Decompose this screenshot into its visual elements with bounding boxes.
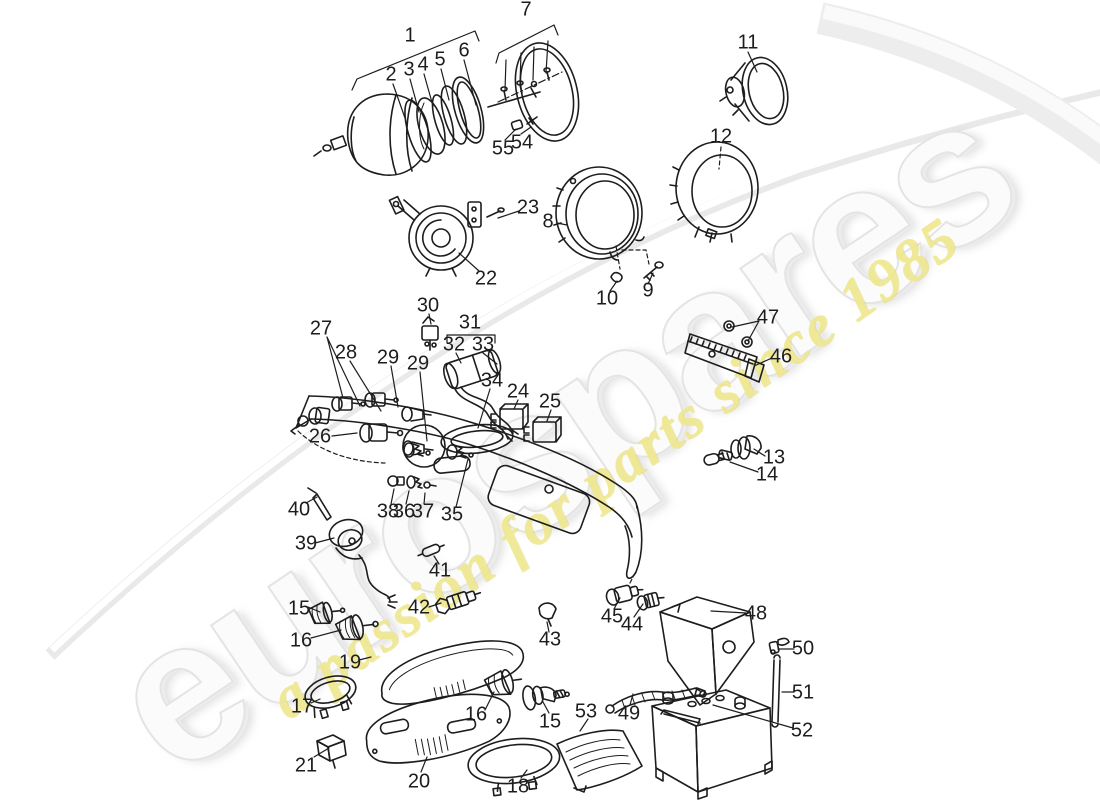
instrument-bulbs bbox=[403, 442, 474, 460]
callout-43: 43 bbox=[538, 628, 562, 651]
callout-20: 20 bbox=[407, 770, 431, 793]
mounting-nuts-47 bbox=[723, 320, 753, 348]
callout-54: 54 bbox=[510, 131, 534, 154]
lamp-housing-20 bbox=[365, 693, 511, 764]
bulb-holder-15-right bbox=[522, 685, 570, 711]
horn bbox=[388, 195, 474, 277]
callout-37: 37 bbox=[411, 500, 435, 523]
bulb-holder-16-right bbox=[483, 669, 523, 696]
callout-6: 6 bbox=[458, 39, 470, 62]
callout-23: 23 bbox=[516, 196, 540, 219]
callout-3: 3 bbox=[403, 58, 415, 81]
callout-11: 11 bbox=[737, 31, 759, 54]
turn-signal-switch bbox=[307, 487, 398, 609]
callout-13: 13 bbox=[762, 446, 786, 469]
callout-33: 33 bbox=[471, 333, 495, 356]
callout-42: 42 bbox=[407, 596, 431, 619]
callout-41: 41 bbox=[428, 559, 452, 582]
callout-32: 32 bbox=[442, 333, 466, 356]
headlight-mounting-parts bbox=[610, 245, 664, 283]
callout-35: 35 bbox=[440, 503, 464, 526]
lamp-17 bbox=[304, 675, 357, 720]
callout-51: 51 bbox=[791, 681, 815, 704]
callout-12: 12 bbox=[709, 125, 733, 148]
callout-15: 15 bbox=[287, 597, 311, 620]
callout-46: 46 bbox=[769, 345, 793, 368]
callout-2: 2 bbox=[385, 63, 397, 86]
headlight-assembly bbox=[552, 166, 645, 261]
callout-27: 27 bbox=[309, 317, 333, 340]
switch-42 bbox=[434, 590, 482, 615]
festoon-bulb-41 bbox=[417, 543, 445, 558]
leader-dash-4445 bbox=[629, 570, 637, 584]
callout-22: 22 bbox=[474, 267, 498, 290]
callout-4: 4 bbox=[417, 53, 429, 76]
panel-bulbs bbox=[387, 475, 437, 489]
horn-bracket-plate bbox=[467, 201, 505, 228]
callout-1: 1 bbox=[404, 24, 416, 47]
callout-16: 16 bbox=[464, 703, 488, 726]
callout-28: 28 bbox=[334, 341, 358, 364]
knob-43 bbox=[538, 602, 557, 627]
dashboard-panel bbox=[295, 395, 643, 580]
callout-14: 14 bbox=[755, 463, 779, 486]
callout-21: 21 bbox=[294, 754, 318, 777]
switch-44 bbox=[636, 591, 665, 611]
terminal-clamp-50 bbox=[768, 637, 790, 655]
headlight-housing bbox=[313, 93, 429, 176]
headlight-rim bbox=[669, 141, 759, 243]
headlight-lens bbox=[497, 42, 580, 142]
callout-29: 29 bbox=[406, 352, 430, 375]
callout-17: 17 bbox=[290, 695, 314, 718]
callout-24: 24 bbox=[506, 380, 530, 403]
adjusting-parts-54-55 bbox=[510, 116, 538, 131]
callout-19: 19 bbox=[338, 651, 362, 674]
callout-36: 36 bbox=[392, 500, 416, 523]
switch-30 bbox=[421, 316, 439, 351]
callout-16: 16 bbox=[289, 629, 313, 652]
callout-48: 48 bbox=[744, 602, 768, 625]
callout-49: 49 bbox=[617, 702, 641, 725]
callout-5: 5 bbox=[434, 48, 446, 71]
callout-45: 45 bbox=[600, 605, 624, 628]
socket-21 bbox=[316, 734, 347, 769]
callout-40: 40 bbox=[287, 498, 311, 521]
callout-44: 44 bbox=[620, 613, 644, 636]
callout-39: 39 bbox=[294, 532, 318, 555]
hold-down-rod-51 bbox=[771, 654, 781, 728]
bulb-14 bbox=[703, 452, 726, 466]
callout-7: 7 bbox=[520, 0, 532, 21]
callout-30: 30 bbox=[416, 294, 440, 317]
license-plate-light bbox=[684, 333, 765, 383]
callout-15: 15 bbox=[538, 710, 562, 733]
leader-lines bbox=[305, 51, 795, 779]
callout-25: 25 bbox=[538, 390, 562, 413]
callout-8: 8 bbox=[542, 210, 554, 233]
switch-45 bbox=[605, 584, 644, 606]
callout-31: 31 bbox=[458, 311, 482, 334]
relay-25 bbox=[523, 416, 562, 443]
callout-brackets bbox=[351, 24, 559, 344]
callout-53: 53 bbox=[574, 700, 598, 723]
callout-47: 47 bbox=[756, 306, 780, 329]
callout-52: 52 bbox=[790, 719, 814, 742]
callout-9: 9 bbox=[642, 279, 654, 302]
lamp-housing-19 bbox=[380, 640, 525, 705]
callout-10: 10 bbox=[595, 287, 619, 310]
callout-18: 18 bbox=[506, 775, 530, 798]
callout-50: 50 bbox=[791, 637, 815, 660]
callout-34: 34 bbox=[480, 369, 504, 392]
callout-38: 38 bbox=[376, 500, 400, 523]
callout-26: 26 bbox=[308, 425, 332, 448]
callout-55: 55 bbox=[491, 137, 515, 160]
fog-lamp-18 bbox=[467, 737, 561, 797]
callout-29: 29 bbox=[376, 346, 400, 369]
sealed-beam-unit bbox=[719, 56, 789, 126]
rubber-mat-53 bbox=[556, 729, 643, 793]
